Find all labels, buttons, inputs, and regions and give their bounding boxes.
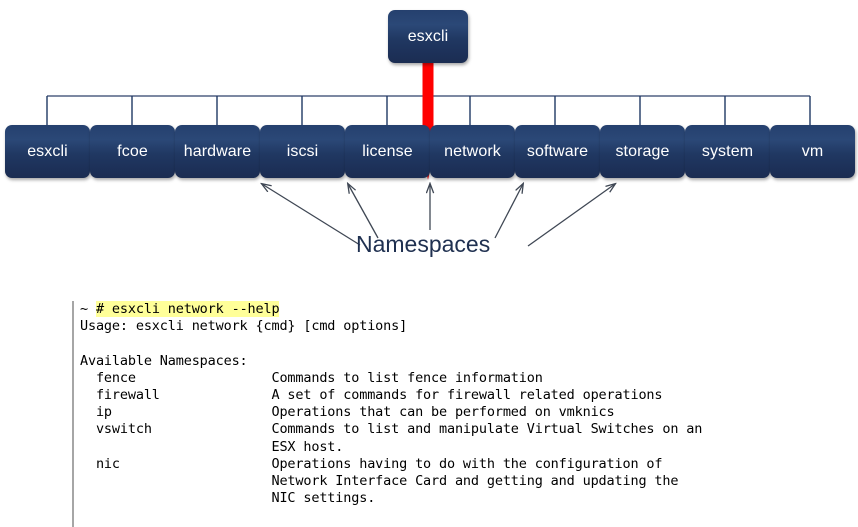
node-network[interactable]: network — [430, 125, 515, 178]
node-label: hardware — [183, 143, 252, 160]
terminal-line: ESX host. — [80, 438, 344, 455]
node-label: fcoe — [117, 143, 148, 160]
node-license[interactable]: license — [345, 125, 430, 178]
esxcli-namespace-diagram: esxcli esxcli fcoe hardware iscsi licens… — [5, 10, 855, 257]
terminal-command-line: ~ # esxcli network --help — [80, 301, 858, 318]
node-label: storage — [615, 143, 670, 160]
terminal-line: firewall A set of commands for firewall … — [80, 387, 663, 404]
terminal-line: Network Interface Card and getting and u… — [80, 473, 679, 490]
node-label: esxcli — [27, 143, 68, 160]
node-fcoe[interactable]: fcoe — [90, 125, 175, 178]
terminal-line: NIC settings. — [80, 490, 376, 507]
node-label: network — [444, 143, 501, 160]
terminal-line: fence Commands to list fence information — [80, 369, 543, 386]
namespaces-annotation-label: Namespaces — [356, 231, 491, 257]
node-hardware[interactable]: hardware — [175, 125, 260, 178]
node-label: license — [362, 143, 413, 160]
node-label: vm — [801, 143, 824, 160]
node-vm[interactable]: vm — [770, 125, 855, 178]
node-iscsi[interactable]: iscsi — [260, 125, 345, 178]
terminal-line: vswitch Commands to list and manipulate … — [80, 421, 703, 438]
node-esxcli-root[interactable]: esxcli — [388, 10, 468, 63]
prompt-symbol: ~ — [80, 301, 96, 317]
node-label: software — [526, 143, 589, 160]
namespaces-callout-arrows — [262, 184, 615, 247]
terminal-line — [80, 335, 858, 352]
terminal-line: Available Namespaces: — [80, 352, 248, 369]
node-storage[interactable]: storage — [600, 125, 685, 178]
node-label: iscsi — [286, 143, 319, 160]
terminal-line: ip Operations that can be performed on v… — [80, 404, 615, 421]
node-label: esxcli — [407, 28, 449, 45]
node-system[interactable]: system — [685, 125, 770, 178]
terminal-line: nic Operations having to do with the con… — [80, 455, 663, 472]
node-esxcli[interactable]: esxcli — [5, 125, 90, 178]
highlighted-command: # esxcli network --help — [95, 301, 280, 317]
terminal-line: Usage: esxcli network {cmd} [cmd options… — [80, 318, 408, 335]
node-label: system — [701, 143, 754, 160]
node-software[interactable]: software — [515, 125, 600, 178]
